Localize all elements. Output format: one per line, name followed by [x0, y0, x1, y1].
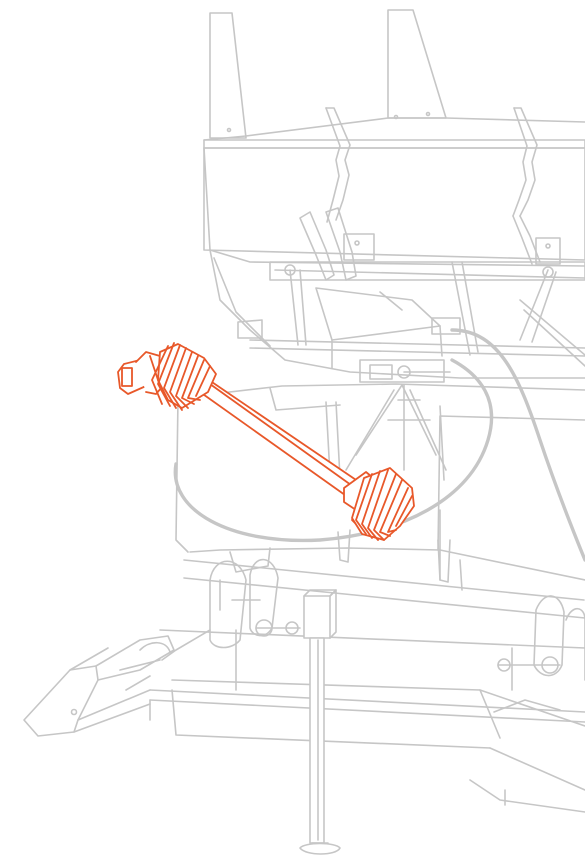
- lower-frame: [149, 529, 585, 813]
- hitch-drawbar: [23, 629, 211, 737]
- side-frame: [219, 509, 463, 691]
- fertilizer-spreader-machine: [23, 9, 585, 855]
- pto-left-boot: [151, 342, 217, 411]
- agitator-levers: [299, 107, 561, 281]
- upper-frame: [237, 261, 585, 369]
- pto-drive-shaft: [117, 342, 415, 541]
- pto-right-boot: [351, 467, 415, 541]
- gearbox-frame: [345, 359, 451, 471]
- jack-stand: [299, 589, 341, 855]
- hopper: [203, 117, 585, 379]
